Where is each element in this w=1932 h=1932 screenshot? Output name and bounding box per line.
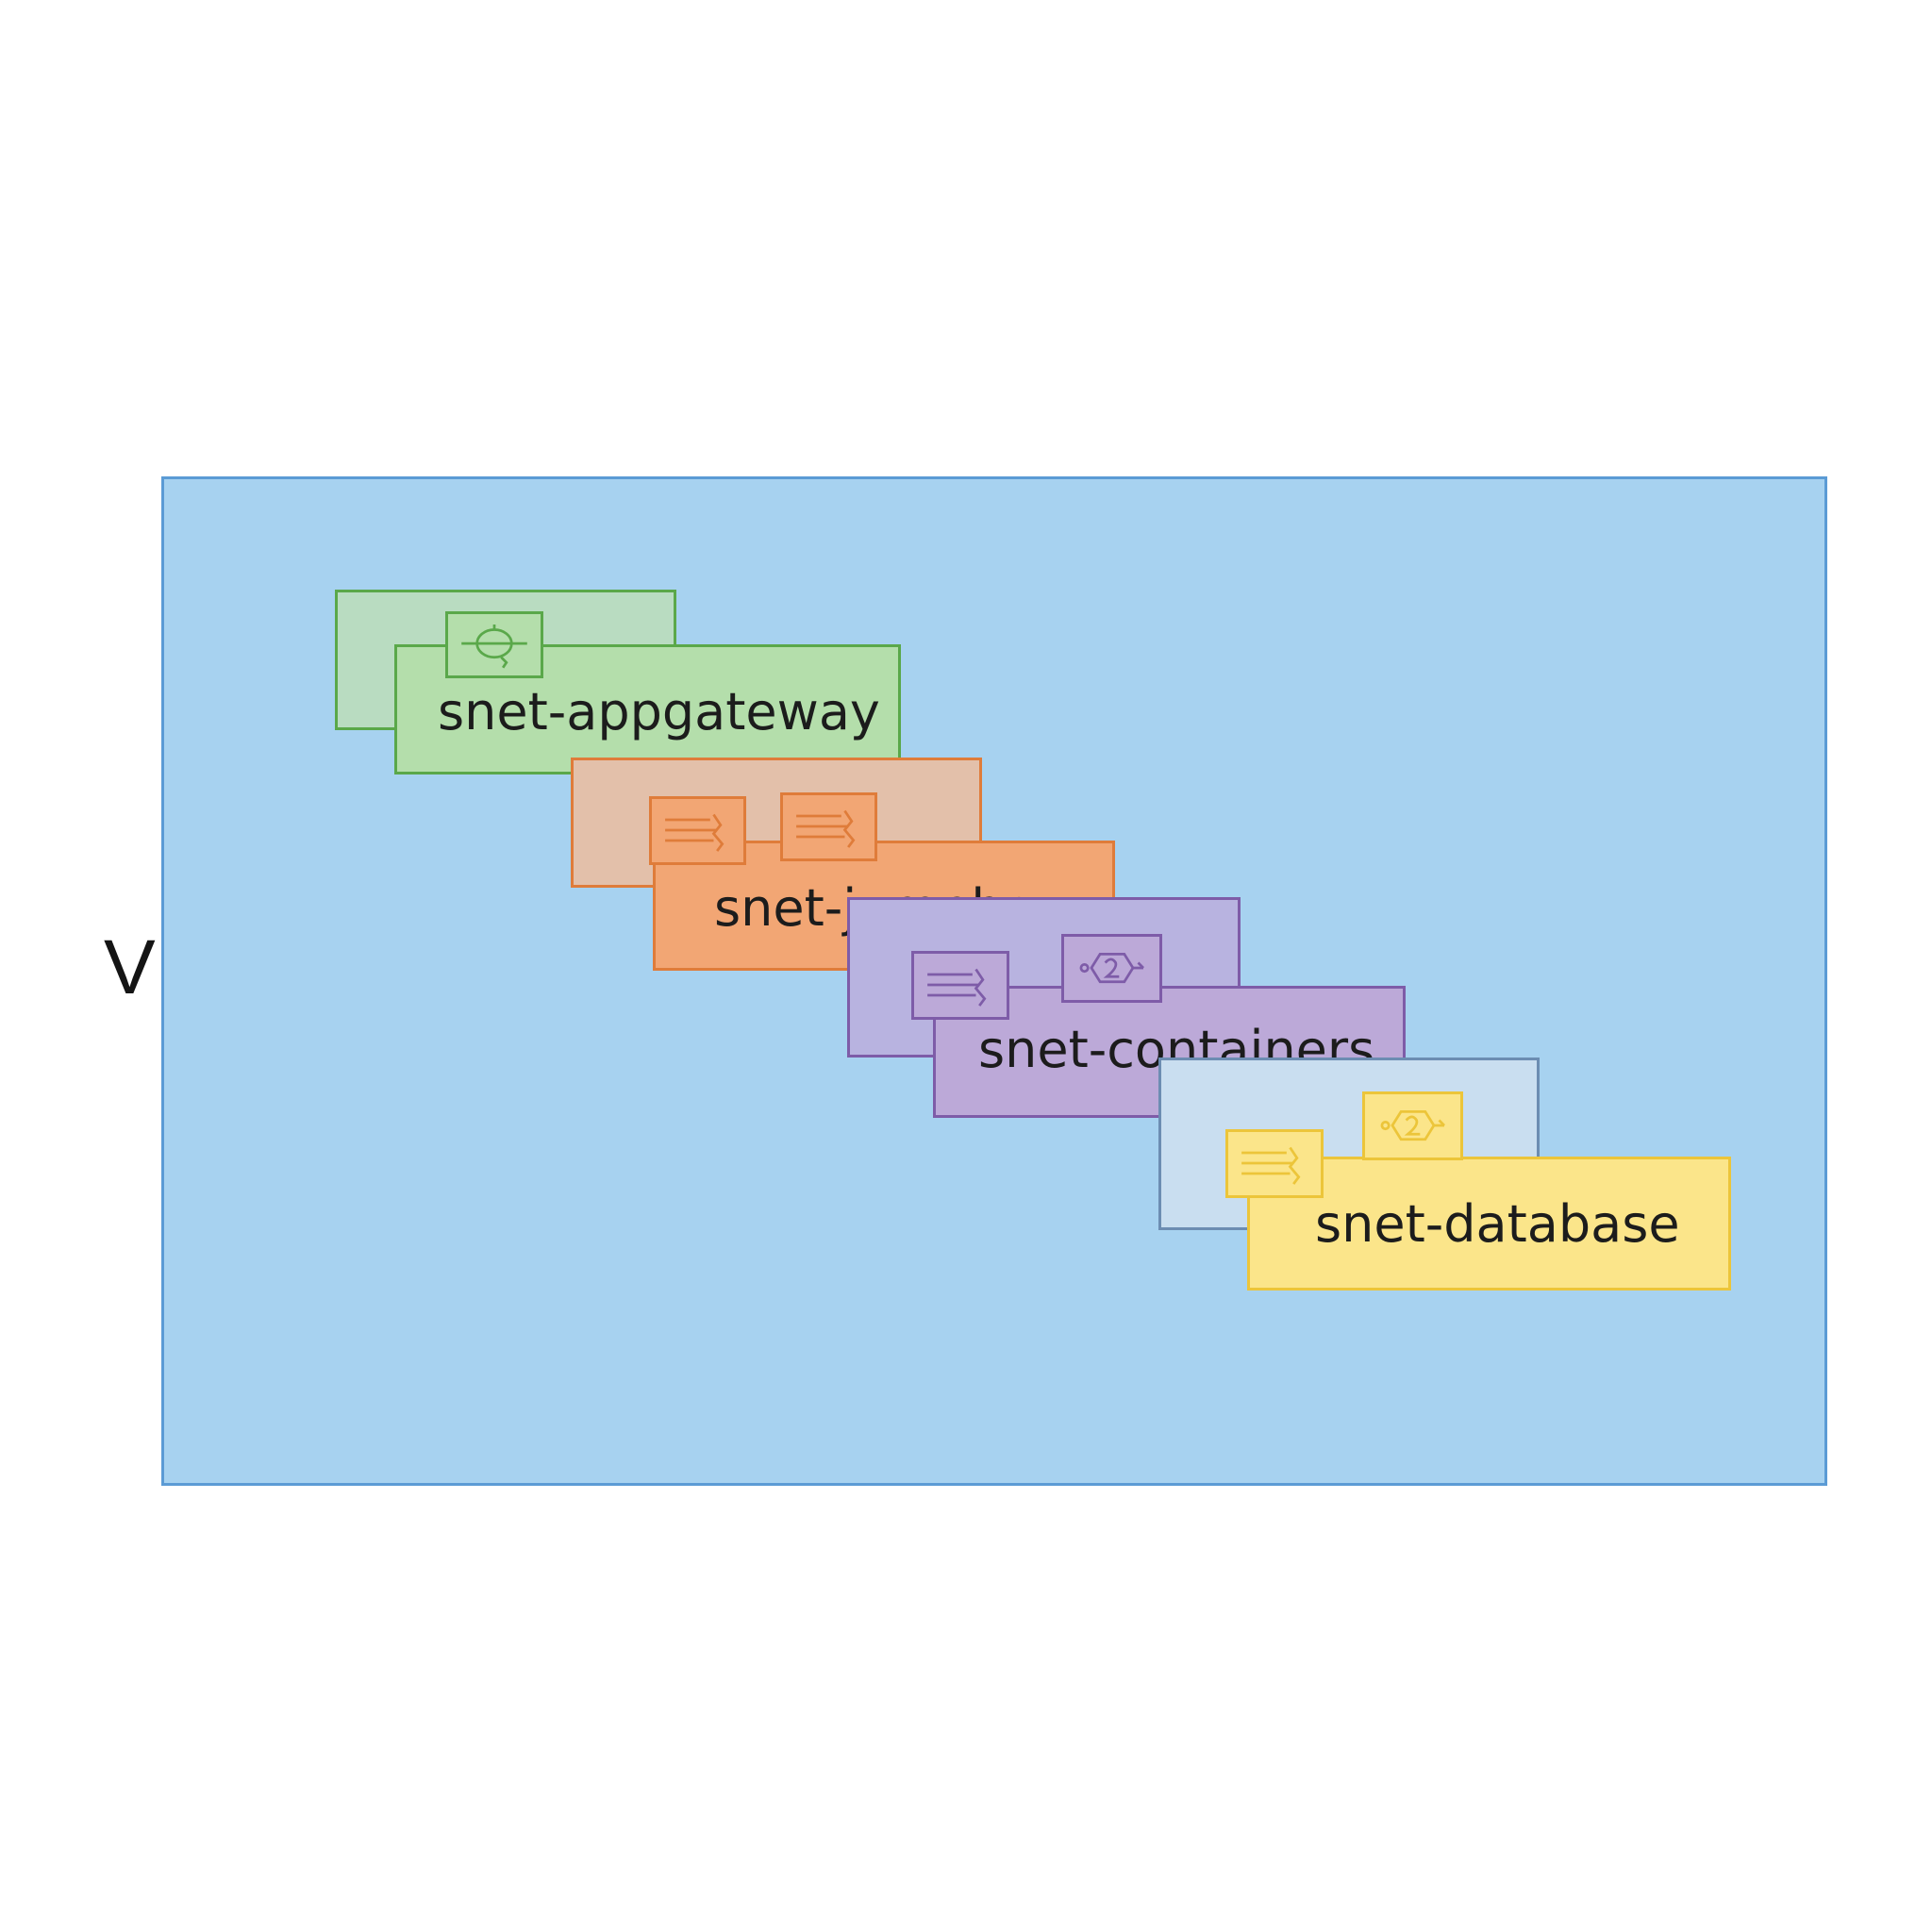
subnet-database-label: snet-database: [1315, 1194, 1680, 1254]
route-hex-icon: [1061, 934, 1162, 1003]
subnet-database: [1247, 1157, 1731, 1291]
network-interface-icon: [1225, 1129, 1324, 1198]
subnet-appgateway-label: snet-appgateway: [438, 682, 880, 741]
network-interface-icon: [649, 796, 746, 865]
network-interface-icon: [780, 792, 877, 861]
network-interface-icon: [911, 951, 1009, 1020]
route-hex-icon: [1362, 1091, 1463, 1160]
gateway-icon: [445, 611, 543, 678]
